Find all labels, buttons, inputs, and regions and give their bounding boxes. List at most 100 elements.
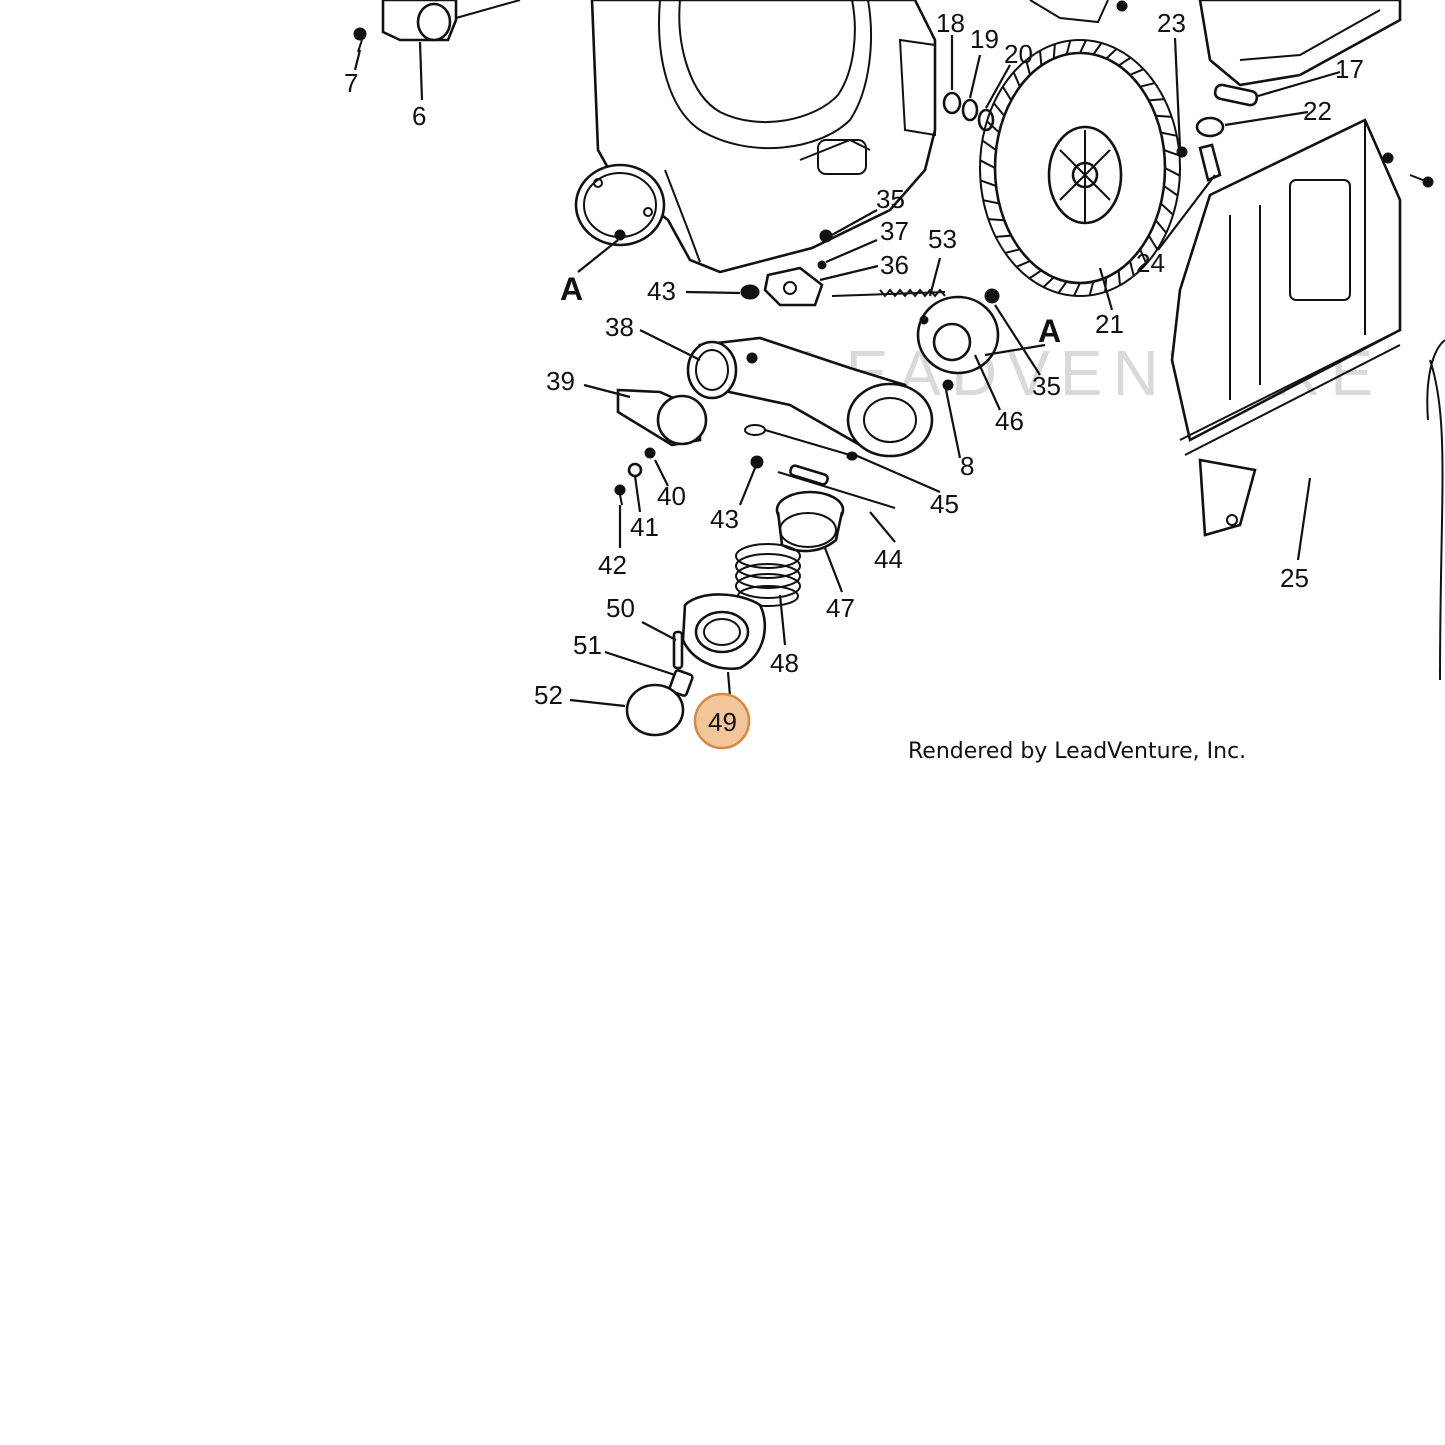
label-36[interactable]: 36 xyxy=(880,250,909,280)
fan-fin xyxy=(1073,282,1081,297)
fan-fin xyxy=(981,139,997,151)
part-spring-48 xyxy=(735,543,801,607)
fan-fin xyxy=(1092,42,1103,56)
fan-fin xyxy=(1160,131,1177,137)
fan-fin xyxy=(1155,114,1172,118)
fan-fin xyxy=(979,159,996,169)
fan-fin xyxy=(1079,39,1087,54)
fan-fin xyxy=(1052,44,1056,59)
label-53[interactable]: 53 xyxy=(928,224,957,254)
label-39[interactable]: 39 xyxy=(546,366,575,396)
part-tension-arm-38 xyxy=(686,336,934,458)
label-35-right[interactable]: 35 xyxy=(1032,371,1061,401)
fan-fin xyxy=(1139,248,1148,265)
part-nut-43-top xyxy=(740,284,760,300)
fan-fin xyxy=(983,199,1000,205)
fan-fin xyxy=(1128,260,1135,277)
render-credit: Rendered by LeadVenture, Inc. xyxy=(908,739,1247,764)
label-19[interactable]: 19 xyxy=(970,24,999,54)
label-7[interactable]: 7 xyxy=(344,68,358,98)
part-small-hardware-40-42 xyxy=(614,447,656,506)
fan-fin xyxy=(1028,269,1042,280)
fan-fin xyxy=(1164,167,1181,177)
part-cap-52 xyxy=(625,683,685,737)
part-fan-21 xyxy=(979,39,1181,297)
label-51[interactable]: 51 xyxy=(573,630,602,660)
label-17[interactable]: 17 xyxy=(1335,54,1364,84)
fan-fin xyxy=(1001,86,1013,101)
label-24[interactable]: 24 xyxy=(1136,248,1165,278)
fan-fin xyxy=(1065,40,1072,55)
fan-fin xyxy=(1105,48,1118,60)
label-52[interactable]: 52 xyxy=(534,680,563,710)
highlighted-callout-49[interactable]: 49 xyxy=(693,692,751,750)
part-pin-50 xyxy=(672,630,684,670)
part-collar-47 xyxy=(775,490,845,553)
label-37[interactable]: 37 xyxy=(880,216,909,246)
part-main-housing xyxy=(590,0,1128,274)
part-pin-22 xyxy=(1195,83,1259,138)
label-A-left: A xyxy=(560,271,583,307)
label-22[interactable]: 22 xyxy=(1303,96,1332,126)
part-flange-cover-left xyxy=(574,163,666,247)
label-50[interactable]: 50 xyxy=(606,593,635,623)
fan-fin xyxy=(995,234,1012,238)
fan-fin xyxy=(1160,202,1174,216)
label-38[interactable]: 38 xyxy=(605,312,634,342)
fan-fin xyxy=(980,179,997,187)
leader-lines xyxy=(353,35,1341,708)
fan-fin xyxy=(1088,281,1095,296)
part-screw-7 xyxy=(353,27,367,53)
fan-fin xyxy=(1039,50,1043,66)
part-right-housing-25 xyxy=(1170,118,1445,681)
fan-fin xyxy=(1042,276,1055,288)
label-42[interactable]: 42 xyxy=(598,550,627,580)
label-43-bottom[interactable]: 43 xyxy=(710,504,739,534)
label-49[interactable]: 49 xyxy=(708,707,737,737)
fan-fin xyxy=(1163,185,1179,197)
fan-fin xyxy=(1004,248,1021,254)
part-washers-18-20 xyxy=(942,91,995,132)
part-cable-44 xyxy=(750,455,896,509)
fan-fin xyxy=(1025,59,1032,76)
label-21[interactable]: 21 xyxy=(1095,309,1124,339)
label-35-top[interactable]: 35 xyxy=(876,184,905,214)
label-47[interactable]: 47 xyxy=(826,593,855,623)
label-20[interactable]: 20 xyxy=(1004,39,1033,69)
label-8[interactable]: 8 xyxy=(960,451,974,481)
fan-fin xyxy=(1016,260,1031,268)
part-fittings-23-24 xyxy=(1176,143,1434,188)
label-43-top[interactable]: 43 xyxy=(647,276,676,306)
label-6[interactable]: 6 xyxy=(412,101,426,131)
label-46[interactable]: 46 xyxy=(995,406,1024,436)
label-44[interactable]: 44 xyxy=(874,544,903,574)
fan-fin xyxy=(1012,71,1021,88)
fan-fin xyxy=(1117,270,1121,286)
label-25[interactable]: 25 xyxy=(1280,563,1309,593)
label-23[interactable]: 23 xyxy=(1157,8,1186,38)
label-45[interactable]: 45 xyxy=(930,489,959,519)
label-40[interactable]: 40 xyxy=(657,481,686,511)
part-knob-39 xyxy=(616,388,708,447)
fan-fin xyxy=(1057,280,1068,294)
part-flange-46 xyxy=(916,295,1000,391)
part-bracket-17 xyxy=(1198,0,1402,87)
label-18[interactable]: 18 xyxy=(936,8,965,38)
fan-fin xyxy=(1154,219,1167,234)
callout-labels: 6 7 8 17 18 19 20 21 22 23 24 25 35 35 3… xyxy=(344,8,1364,710)
part-spring-53 xyxy=(831,288,946,298)
label-48[interactable]: 48 xyxy=(770,648,799,678)
fan-fin xyxy=(1148,98,1165,102)
fan-fin xyxy=(1118,56,1132,67)
fan-fin xyxy=(1129,68,1144,76)
part-bracket-6 xyxy=(381,0,521,42)
part-nut-35-37 xyxy=(817,229,1000,304)
label-41[interactable]: 41 xyxy=(630,512,659,542)
fan-fin xyxy=(1163,149,1180,157)
fan-fin xyxy=(986,120,1000,134)
highlight-circle[interactable] xyxy=(693,692,751,750)
part-plate-36 xyxy=(763,266,824,307)
part-knob-49 xyxy=(681,593,767,670)
